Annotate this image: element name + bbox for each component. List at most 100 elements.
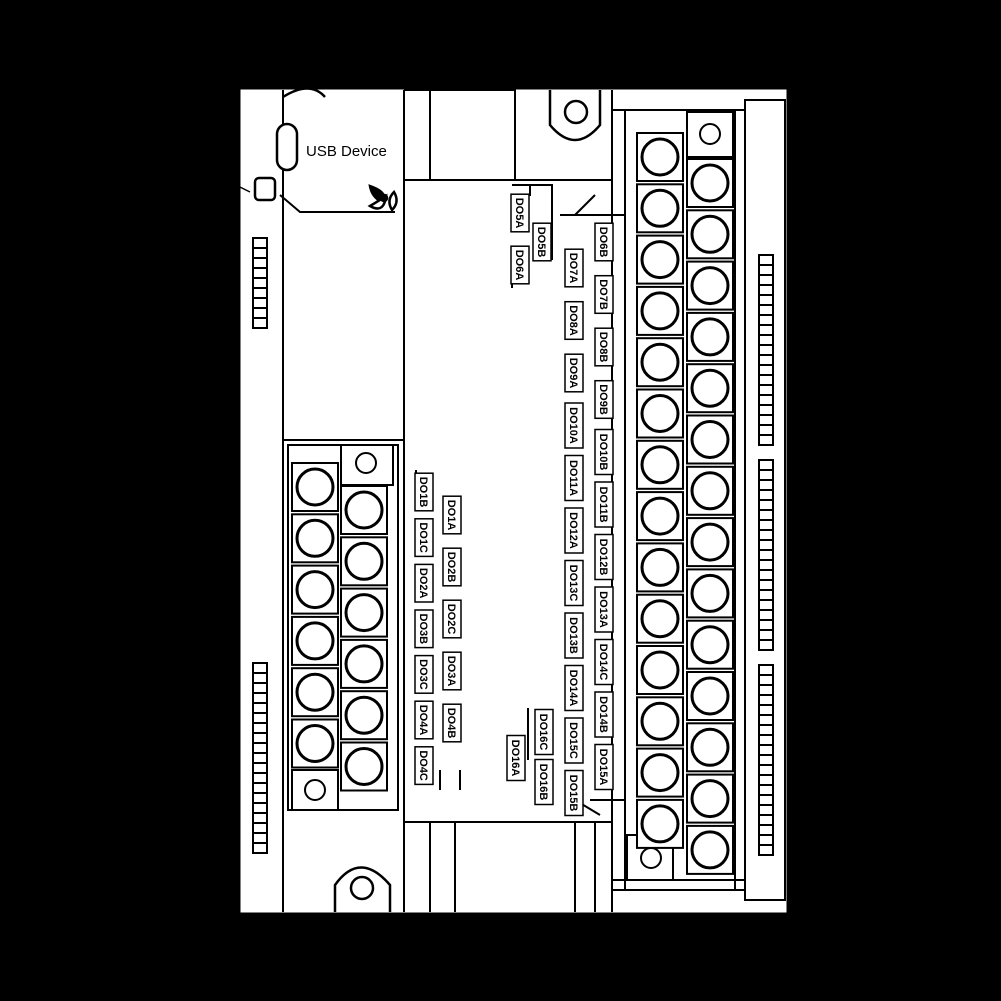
do-label: DO2A bbox=[414, 563, 434, 603]
do-label-text: DO10B bbox=[597, 434, 609, 471]
do-label-text: DO6A bbox=[513, 250, 525, 281]
terminal-screw bbox=[636, 439, 684, 490]
do-label-text: DO9A bbox=[567, 358, 579, 389]
do-label-text: DO1A bbox=[445, 500, 457, 531]
do-label: DO16C bbox=[534, 708, 554, 756]
do-label-text: DO3C bbox=[417, 659, 429, 690]
do-label-text: DO12B bbox=[597, 539, 609, 576]
terminal-screw bbox=[686, 722, 734, 773]
do-label: DO8B bbox=[594, 327, 614, 367]
do-label-text: DO15B bbox=[567, 775, 579, 812]
callout-line-2: кнопка bbox=[66, 96, 142, 123]
do-label-text: DO5B bbox=[535, 227, 547, 258]
terminal-screw bbox=[686, 465, 734, 516]
terminal-screw bbox=[636, 593, 684, 644]
service-button-callout: Сервисная кнопка bbox=[14, 72, 194, 122]
do-label: DO1B bbox=[414, 472, 434, 512]
do-label-text: DO2A bbox=[417, 568, 429, 599]
do-label: DO2C bbox=[442, 599, 462, 639]
terminal-screw bbox=[636, 234, 684, 285]
do-label-text: DO5A bbox=[513, 198, 525, 229]
do-label: DO11B bbox=[594, 481, 614, 528]
terminal-screw bbox=[291, 513, 339, 564]
do-label: DO14C bbox=[594, 638, 614, 686]
do-label: DO12A bbox=[564, 507, 584, 554]
do-label: DO10A bbox=[564, 402, 584, 449]
usb-device-label: USB Device bbox=[306, 143, 387, 160]
usb-port-icon bbox=[275, 122, 299, 172]
terminals-right-col-b bbox=[686, 158, 734, 875]
do-label: DO7B bbox=[594, 274, 614, 315]
do-label: DO3A bbox=[442, 651, 462, 691]
do-label-text: DO3A bbox=[445, 656, 457, 687]
do-label: DO6A bbox=[510, 245, 530, 285]
do-label: DO10B bbox=[594, 428, 614, 476]
do-label: DO16B bbox=[534, 758, 554, 806]
terminal-screw bbox=[686, 414, 734, 465]
terminal-screw bbox=[686, 671, 734, 721]
do-label: DO5A bbox=[510, 193, 530, 233]
do-label: DO4B bbox=[442, 703, 462, 743]
do-label-text: DO8B bbox=[597, 332, 609, 363]
terminal-screw bbox=[291, 564, 339, 615]
terminal-screw bbox=[686, 209, 734, 260]
do-label-text: DO16A bbox=[509, 740, 521, 777]
do-label-text: DO16B bbox=[537, 764, 549, 801]
do-label: DO12B bbox=[594, 533, 614, 581]
terminal-screw bbox=[686, 260, 734, 311]
terminal-screw bbox=[636, 645, 684, 695]
do-label-text: DO13A bbox=[597, 591, 609, 628]
do-label-text: DO9B bbox=[597, 384, 609, 415]
terminal-screw bbox=[686, 311, 734, 362]
terminal-screw bbox=[636, 491, 684, 542]
terminal-screw bbox=[340, 638, 388, 689]
do-label-text: DO8A bbox=[567, 305, 579, 336]
terminal-screw bbox=[686, 158, 734, 208]
do-label: DO6B bbox=[594, 222, 614, 262]
do-label-text: DO14C bbox=[597, 644, 609, 681]
do-label-text: DO15C bbox=[567, 722, 579, 759]
terminal-screw bbox=[686, 619, 734, 670]
terminal-screw bbox=[686, 363, 734, 414]
terminal-screw bbox=[340, 485, 388, 535]
terminal-screw bbox=[636, 132, 684, 182]
terminals-right-col-a bbox=[636, 132, 684, 849]
do-label: DO7A bbox=[564, 248, 584, 288]
service-button-icon[interactable] bbox=[253, 176, 277, 202]
do-label-text: DO1B bbox=[417, 477, 429, 508]
do-label-text: DO4A bbox=[417, 705, 429, 736]
do-label-text: DO1C bbox=[417, 522, 429, 553]
do-label: DO3C bbox=[414, 654, 434, 694]
do-label: DO16A bbox=[506, 734, 526, 782]
terminal-screw bbox=[636, 388, 684, 439]
do-label-text: DO6B bbox=[597, 227, 609, 258]
do-label-text: DO16C bbox=[537, 714, 549, 751]
callout-line-1: Сервисная bbox=[43, 70, 165, 97]
do-label-text: DO15A bbox=[597, 749, 609, 786]
terminal-screw bbox=[340, 690, 388, 741]
terminal-screw bbox=[291, 615, 339, 666]
do-label: DO14B bbox=[594, 691, 614, 738]
terminal-screw bbox=[686, 824, 734, 875]
do-label: DO13A bbox=[594, 586, 614, 633]
do-label: DO1A bbox=[442, 495, 462, 535]
vent-column bbox=[758, 664, 774, 856]
terminal-screw bbox=[340, 741, 388, 792]
terminals-left-col-a bbox=[291, 462, 339, 769]
do-label-text: DO7B bbox=[597, 279, 609, 310]
do-label-text: DO7A bbox=[567, 253, 579, 284]
terminal-screw bbox=[340, 536, 388, 587]
do-label-text: DO13B bbox=[567, 617, 579, 654]
do-label-text: DO4C bbox=[417, 750, 429, 781]
vent-column bbox=[758, 459, 774, 651]
terminal-screw bbox=[291, 462, 339, 512]
do-label: DO1C bbox=[414, 518, 434, 558]
terminal-screw bbox=[636, 183, 684, 234]
terminal-screw bbox=[636, 747, 684, 798]
do-label: DO15B bbox=[564, 769, 584, 817]
do-label: DO4A bbox=[414, 700, 434, 740]
terminal-screw bbox=[686, 568, 734, 619]
vent-column bbox=[252, 237, 268, 329]
